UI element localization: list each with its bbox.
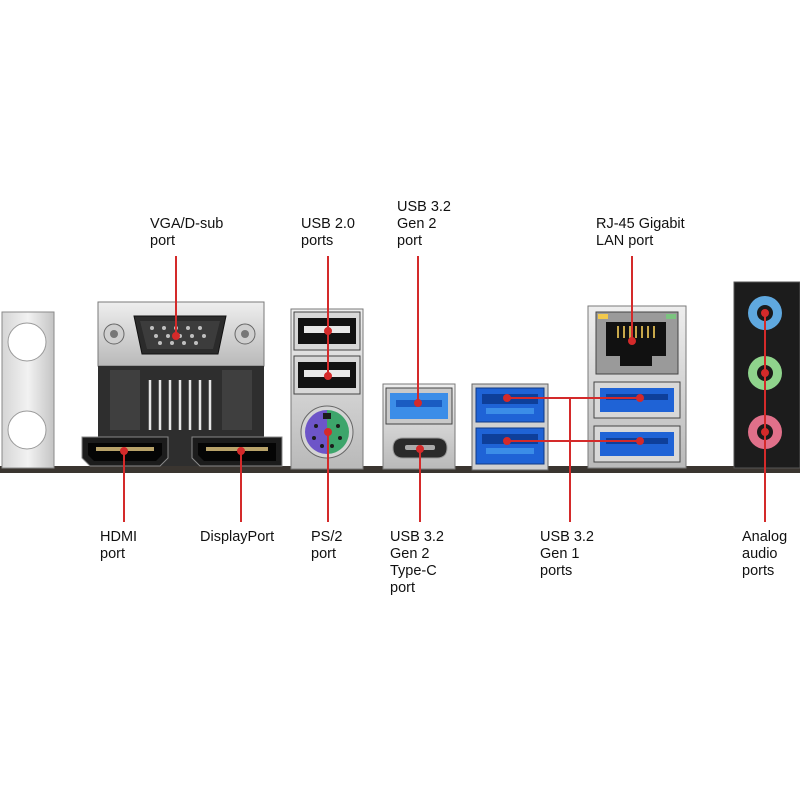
rj45-usb-block xyxy=(587,305,687,469)
label-displayport: DisplayPort xyxy=(200,529,275,545)
leader-audio xyxy=(761,309,769,522)
leader-lines xyxy=(120,256,769,522)
vga-hdmi-dp-block xyxy=(81,301,283,467)
leader-usb32g1 xyxy=(503,394,644,522)
bracket-left xyxy=(1,311,55,469)
